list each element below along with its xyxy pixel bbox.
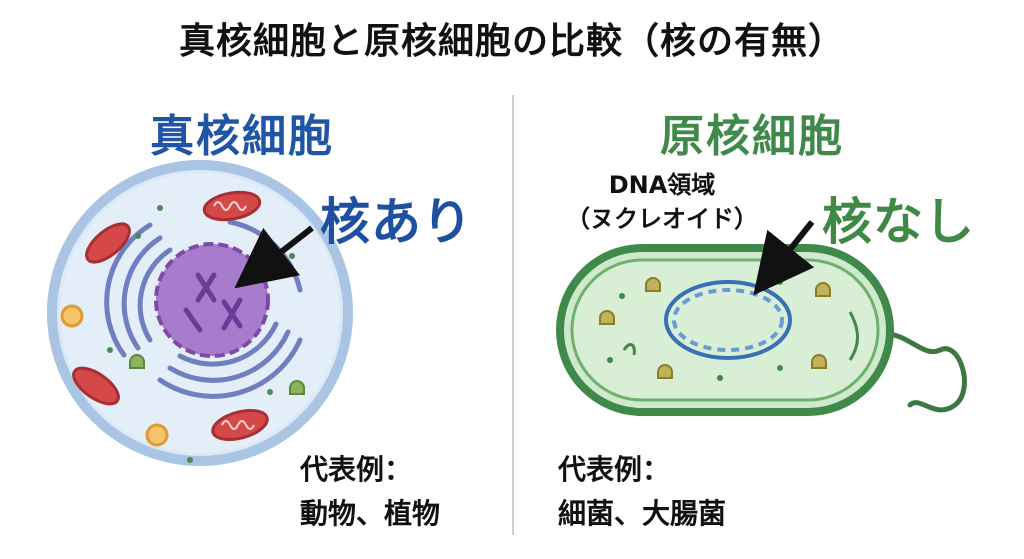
nucleus-present-label: 核あり <box>320 193 473 251</box>
nucleus-arrow <box>234 225 314 289</box>
nucleoid-dna <box>664 280 792 360</box>
prokaryote-examples-text: 細菌、大腸菌 <box>558 497 727 530</box>
prokaryotic-cell <box>556 220 967 416</box>
nucleoid-arrow <box>753 220 815 296</box>
prokaryote-examples: 代表例： 細菌、大腸菌 <box>558 448 726 536</box>
flagellum <box>867 331 967 413</box>
endoplasmic-reticulum <box>104 219 303 399</box>
mitochondria <box>72 190 269 441</box>
dna-region-label: DNA領域 （ヌクレオイド） <box>552 168 772 236</box>
dna-label-line1: DNA領域 <box>608 171 716 199</box>
page-title: 真核細胞と原核細胞の比較（核の有無） <box>178 21 845 62</box>
nucleus-absent-label: 核なし <box>822 193 975 251</box>
chromosomes <box>183 272 243 333</box>
center-divider <box>512 95 514 535</box>
prokaryote-examples-title: 代表例： <box>558 453 671 486</box>
dna-label-line2: （ヌクレオイド） <box>566 205 758 233</box>
eukaryote-heading: 真核細胞 <box>150 111 334 162</box>
eukaryotic-cell <box>47 160 353 466</box>
eukaryote-examples-text: 動物、植物 <box>300 497 441 530</box>
prokaryote-heading: 原核細胞 <box>660 111 844 162</box>
eukaryote-examples: 代表例： 動物、植物 <box>300 448 440 536</box>
eukaryote-examples-title: 代表例： <box>300 453 413 486</box>
